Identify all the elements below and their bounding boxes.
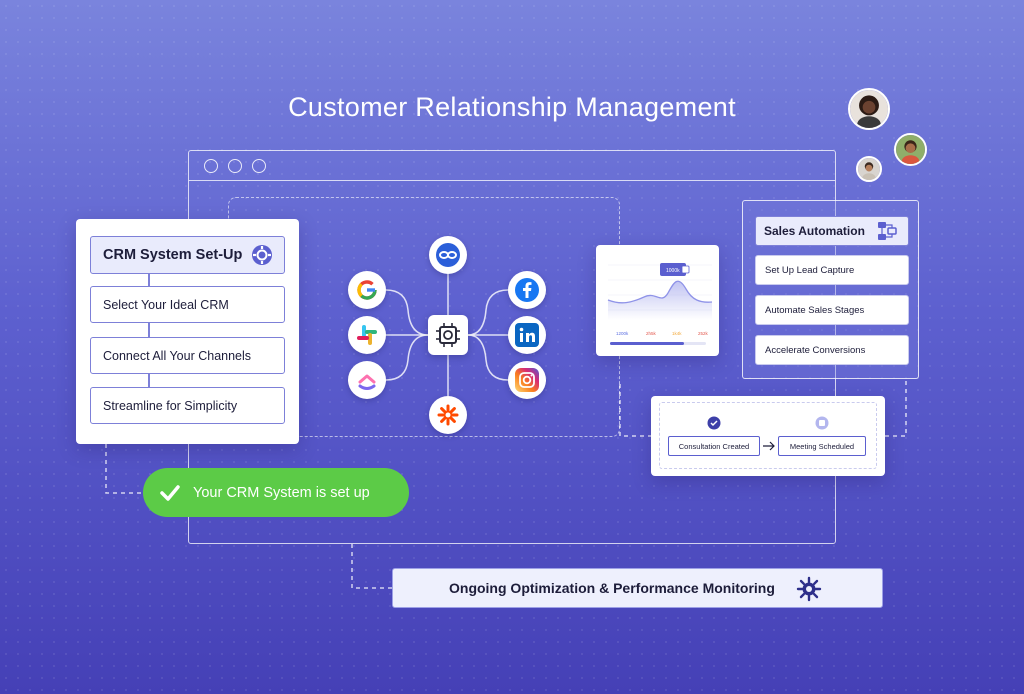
avatar-man-smiling [894, 133, 927, 166]
crm-setup-card: CRM System Set-Up Select Your Ideal CRM … [76, 219, 299, 444]
page-title: Customer Relationship Management [288, 92, 736, 122]
sync-icon [429, 236, 467, 274]
progress-fill [610, 342, 684, 345]
sales-automation-item: Set Up Lead Capture [755, 255, 909, 285]
meeting-flow-card: Consultation Created Meeting Scheduled [651, 396, 885, 476]
settings-gear-icon [796, 576, 822, 602]
window-dot [204, 159, 218, 173]
analytics-chart: 1000k 1200k 2h5k 1k4k 252k [607, 263, 713, 345]
slack-icon [348, 316, 386, 354]
consultation-created-step: Consultation Created [668, 436, 760, 456]
crm-setup-heading: CRM System Set-Up [90, 236, 285, 274]
sales-automation-item: Automate Sales Stages [755, 295, 909, 325]
ongoing-optimization-label: Ongoing Optimization & Performance Monit… [449, 580, 775, 596]
setup-complete-badge: Your CRM System is set up [143, 468, 409, 517]
browser-title-bar [189, 151, 835, 181]
calendar-icon [815, 416, 829, 430]
clickup-icon [348, 361, 386, 399]
arrow-right-icon [763, 441, 775, 451]
chart-tooltip: 1000k [666, 268, 680, 274]
ongoing-optimization-banner: Ongoing Optimization & Performance Monit… [392, 568, 883, 608]
chart-stat: 1200k [616, 331, 629, 336]
zapier-icon [429, 396, 467, 434]
check-badge-icon [707, 416, 721, 430]
avatar-man [856, 156, 882, 182]
sales-automation-heading: Sales Automation [755, 216, 909, 246]
window-dot [228, 159, 242, 173]
setup-step: Streamline for Simplicity [90, 387, 285, 424]
gear-wrench-icon [252, 245, 272, 265]
step-connector [148, 374, 150, 387]
chart-stat: 2h5k [646, 331, 657, 336]
google-icon [348, 271, 386, 309]
chart-stat: 252k [698, 331, 709, 336]
step-connector [148, 274, 150, 286]
analytics-chart-card: 1000k 1200k 2h5k 1k4k 252k [596, 245, 719, 356]
window-dot [252, 159, 266, 173]
facebook-icon [508, 271, 546, 309]
setup-complete-label: Your CRM System is set up [193, 484, 370, 501]
setup-step: Connect All Your Channels [90, 337, 285, 374]
meeting-flow-outline [659, 402, 877, 469]
crm-setup-title: CRM System Set-Up [103, 247, 243, 263]
avatar-woman [848, 88, 890, 130]
linkedin-icon [508, 316, 546, 354]
chart-stat: 1k4k [672, 331, 682, 336]
ai-chip-icon [428, 315, 468, 355]
sales-automation-item: Accelerate Conversions [755, 335, 909, 365]
setup-step: Select Your Ideal CRM [90, 286, 285, 323]
sales-automation-panel: Sales Automation Set Up Lead Capture Aut… [742, 200, 919, 379]
trend-line [607, 280, 713, 304]
sales-automation-title: Sales Automation [764, 224, 865, 238]
workflow-icon [878, 222, 897, 240]
step-connector [148, 323, 150, 337]
instagram-icon [508, 361, 546, 399]
checkmark-icon [160, 485, 180, 501]
meeting-scheduled-step: Meeting Scheduled [778, 436, 866, 456]
